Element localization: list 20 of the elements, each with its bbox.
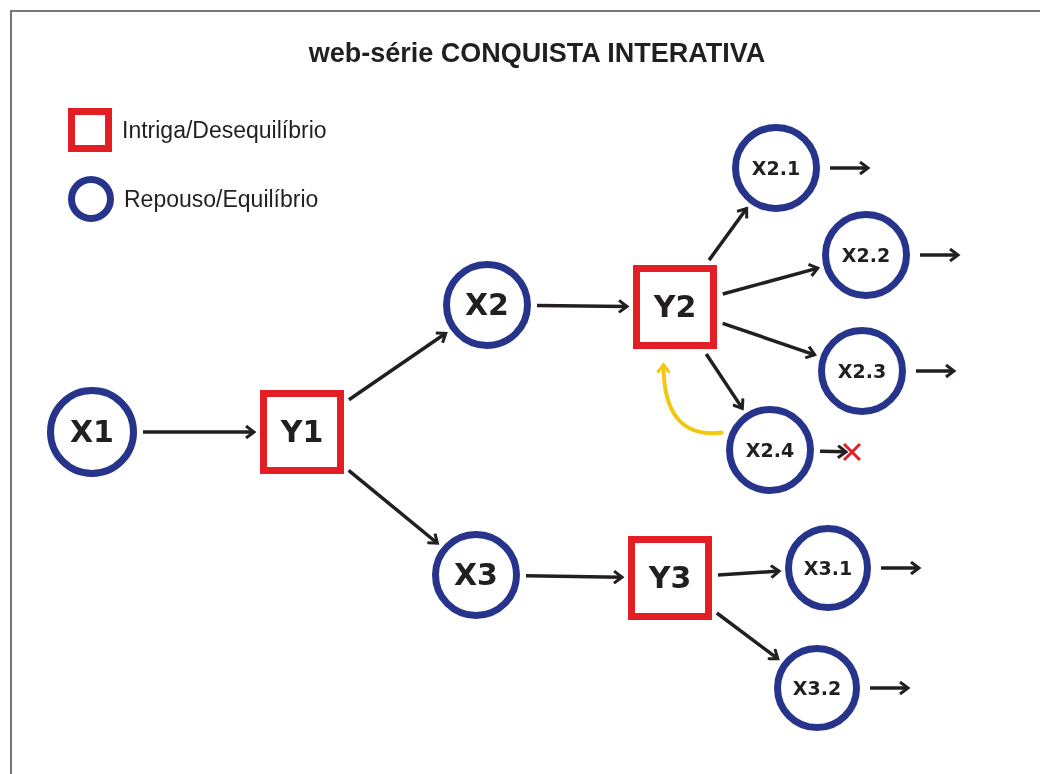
arrow xyxy=(717,564,781,580)
state-square: Y2 xyxy=(633,265,717,349)
arrow xyxy=(830,160,870,176)
curved-arrow xyxy=(656,363,724,436)
diagram-title: web-série CONQUISTA INTERATIVA xyxy=(307,40,767,67)
arrow xyxy=(819,444,848,460)
arrow xyxy=(537,298,629,314)
arrow xyxy=(920,247,960,263)
legend-label: Intriga/Desequilíbrio xyxy=(122,115,327,145)
arrow xyxy=(722,321,817,360)
arrow xyxy=(525,569,624,585)
arrow xyxy=(870,680,910,696)
legend-label: Repouso/Equilíbrio xyxy=(124,184,319,214)
state-square: Y3 xyxy=(628,536,712,620)
arrow xyxy=(722,262,820,296)
cross-mark xyxy=(842,442,862,462)
arrow xyxy=(916,363,956,379)
arrow xyxy=(881,560,921,576)
arrow xyxy=(143,424,256,440)
state-square: Y1 xyxy=(260,390,344,474)
